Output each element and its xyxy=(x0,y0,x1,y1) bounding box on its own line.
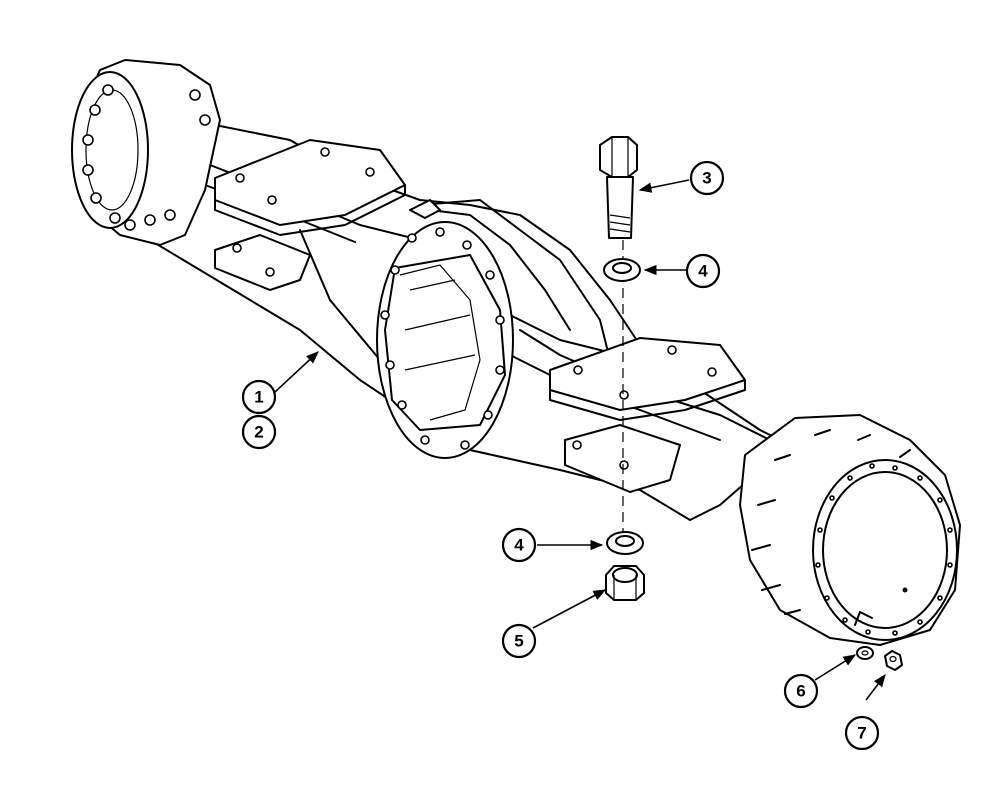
svg-text:3: 3 xyxy=(702,169,711,188)
svg-text:4: 4 xyxy=(514,536,524,555)
wheel-washer xyxy=(856,646,874,660)
upper-washer xyxy=(603,258,641,282)
leader-lines xyxy=(274,179,886,701)
wheel-nut xyxy=(884,650,903,671)
callout-4-lower: 4 xyxy=(501,527,537,563)
svg-text:2: 2 xyxy=(254,423,263,442)
lower-washer xyxy=(606,531,644,555)
callout-5: 5 xyxy=(501,623,537,659)
right-wheel-hub xyxy=(739,414,961,646)
svg-text:1: 1 xyxy=(254,388,263,407)
callout-7: 7 xyxy=(844,715,880,751)
left-spring-pad xyxy=(214,139,406,236)
callout-1: 1 xyxy=(241,379,277,415)
left-axle-flange xyxy=(71,59,221,246)
hex-nut xyxy=(605,565,645,601)
svg-text:6: 6 xyxy=(796,682,805,701)
wheel-studs xyxy=(751,429,911,615)
callout-4-upper: 4 xyxy=(685,253,721,289)
differential-flange xyxy=(376,199,514,459)
callout-3: 3 xyxy=(689,160,725,196)
svg-text:5: 5 xyxy=(514,632,523,651)
svg-text:4: 4 xyxy=(698,262,708,281)
right-lower-pad xyxy=(564,424,681,493)
bolt xyxy=(599,136,638,239)
callout-6: 6 xyxy=(783,673,819,709)
left-lower-pad xyxy=(214,234,311,291)
svg-text:7: 7 xyxy=(857,724,866,743)
callout-2: 2 xyxy=(241,414,277,450)
right-spring-pad xyxy=(549,337,746,421)
